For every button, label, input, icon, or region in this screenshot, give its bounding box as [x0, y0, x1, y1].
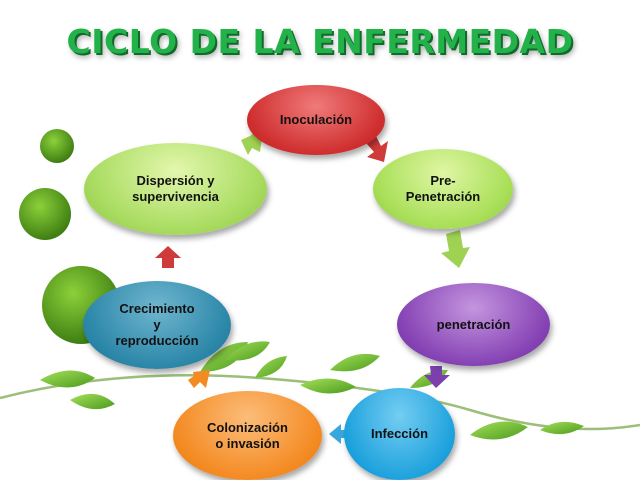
- node-label: Dispersión y: [136, 173, 215, 188]
- node-colonizacion: Colonización o invasión: [173, 391, 322, 480]
- cycle-arrow: [441, 230, 470, 268]
- green-circle-decoration: [40, 129, 74, 163]
- node-label: Penetración: [405, 189, 481, 204]
- node-label: Colonización: [207, 419, 288, 435]
- node-pre-penetracion: Pre- Penetración: [373, 149, 513, 229]
- node-inoculacion: Inoculación: [247, 85, 385, 155]
- cycle-arrow: [329, 424, 350, 444]
- green-circle-decoration: [19, 188, 71, 240]
- node-label: Infección: [370, 426, 429, 441]
- vine-leaves-decoration: [0, 341, 640, 440]
- node-label: supervivencia: [132, 189, 219, 204]
- node-label: o invasión: [215, 435, 280, 451]
- node-label: Crecimiento: [119, 301, 195, 316]
- node-label: Inoculación: [279, 112, 353, 127]
- node-label: y: [153, 317, 161, 332]
- cycle-arrow: [188, 370, 210, 388]
- node-infeccion: Infección: [344, 388, 455, 480]
- node-label: penetración: [436, 316, 511, 332]
- node-dispersion: Dispersión y supervivencia: [84, 143, 267, 235]
- cycle-arrow: [424, 366, 450, 388]
- node-penetracion: penetración: [397, 283, 550, 366]
- node-label: Pre-: [430, 173, 456, 188]
- node-crecimiento: Crecimiento y reproducción: [83, 281, 231, 369]
- cycle-arrow: [366, 136, 388, 162]
- page-title: CICLO DE LA ENFERMEDAD: [66, 22, 574, 61]
- node-label: reproducción: [115, 333, 199, 348]
- cycle-arrow: [155, 246, 181, 268]
